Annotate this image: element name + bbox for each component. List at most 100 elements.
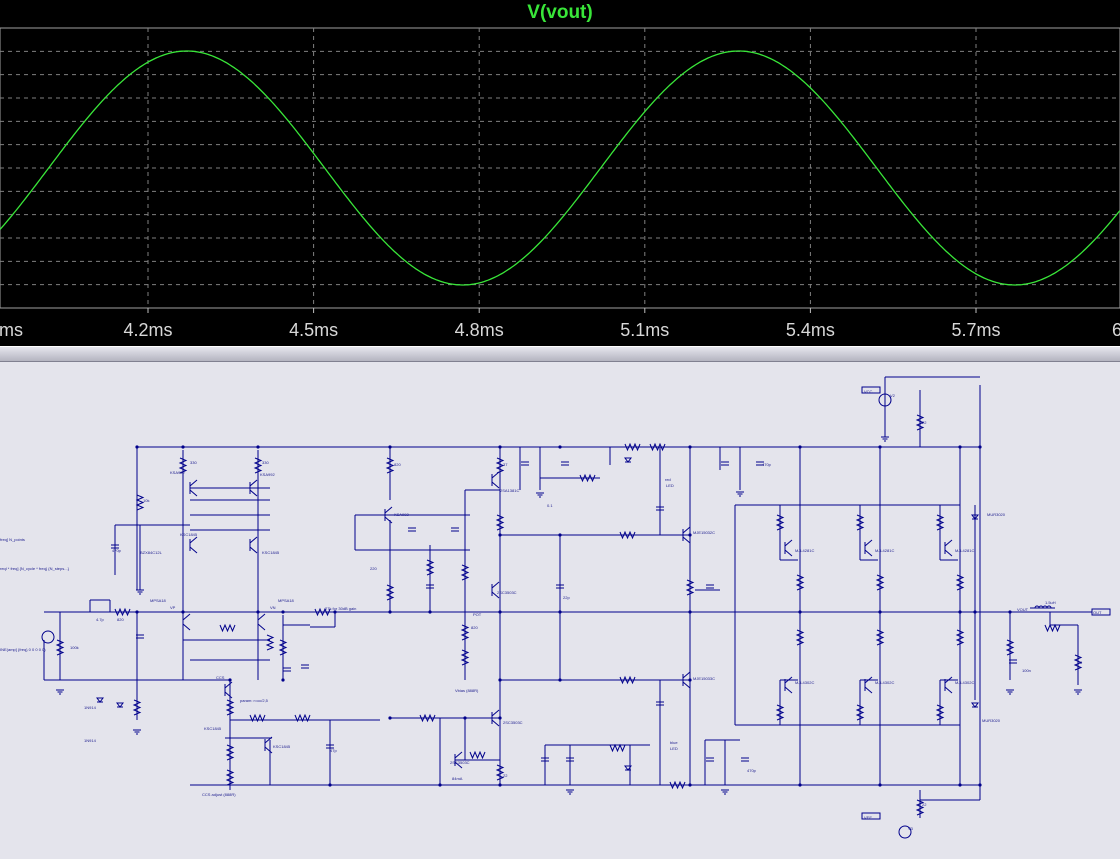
transistor-emitter [784,549,793,557]
resistor [685,579,695,596]
junction-dot [958,610,962,614]
schematic-label-blue: blue [670,740,678,745]
transistor-collector [182,613,191,621]
plot-title[interactable]: V(vout) [527,2,593,23]
resistor [460,649,470,666]
transistor-emitter [454,761,463,769]
x-tick-label: 4.2ms [123,320,173,340]
resistor [314,607,331,617]
schematic-label-d3: BZX84C12L [140,550,162,555]
schematic-label-q14: MJE15032C [693,530,716,535]
schematic-label-spice1: freq] N_points [0,537,25,542]
junction-dot [388,445,392,449]
schematic-label-d5: MUR3020 [982,718,1001,723]
transistor-emitter [784,686,793,694]
inductor [1046,605,1052,609]
schematic-label-led1: LED [666,483,674,488]
resistor [132,699,142,716]
schematic-label-out: OUT [1093,610,1102,615]
resistor [495,764,505,781]
resistor [225,744,235,761]
junction-dot [428,610,432,614]
junction-dot [798,783,802,787]
junction-dot [333,610,337,614]
junction-dot [463,716,467,720]
schematic-label-q11: 2SC3503C [450,760,470,765]
junction-dot [688,783,692,787]
vcc-net-flag [861,386,881,394]
waveform-plot[interactable] [0,0,1120,346]
junction-dot [558,610,562,614]
diode [624,457,632,463]
resistor [915,799,925,816]
voltage-source [41,630,55,644]
junction-dot [688,678,692,682]
schematic-label-r23: 37 [503,462,508,467]
junction-dot [498,533,502,537]
junction-dot [978,445,982,449]
junction-dot [181,445,185,449]
junction-dot [878,445,882,449]
schematic-label-ccs_v: CCS [216,675,225,680]
junction-dot [228,678,232,682]
junction-dot [328,783,332,787]
resistor [669,780,686,790]
junction-dot [878,610,882,614]
x-tick-label: 4.8ms [454,320,504,340]
pane-divider[interactable] [0,346,1120,362]
schematic-label-cload: 100n [1022,668,1031,673]
schematic-label-led2: LED [670,746,678,751]
transistor-emitter [384,516,393,524]
transistor-collector [189,479,198,487]
schematic-label-param: param: r=cc/2,5 [240,698,268,703]
schematic-label-rl: 8 [1080,660,1083,665]
schematic-label-c3: 47p [330,748,337,753]
transistor-collector [944,539,953,547]
schematic-label-d4: MUR3020 [987,512,1006,517]
resistor [1044,623,1061,633]
resistor [1005,639,1015,656]
schematic-canvas[interactable] [0,362,1120,859]
resistor [114,607,131,617]
resistor [795,574,805,591]
x-tick-label: ms [0,320,23,340]
resistor [609,743,626,753]
vee-net-flag [861,812,881,820]
schematic-label-r28: 820 [471,625,478,630]
resistor [135,494,145,511]
transistor-collector [384,506,393,514]
transistor-collector [189,536,198,544]
x-tick-label: 5.7ms [951,320,1001,340]
transistor-emitter [491,719,500,727]
schematic-label-pot: POT [473,612,482,617]
schematic-label-r22: 820 [394,462,401,467]
resistor [460,564,470,581]
diode [971,702,979,708]
resistor [265,634,275,651]
junction-dot [978,783,982,787]
junction-dot [498,716,502,720]
series-line-vout [0,50,1120,286]
transistor-collector [491,471,500,479]
junction-dot [438,783,442,787]
diode [96,697,104,703]
schematic-label-q12: 2SA1381C [500,488,520,493]
schematic-label-l1: 1.5uH [1045,600,1056,605]
schematic-label-v2: V2 [890,393,895,398]
junction-dot [281,678,285,682]
junction-dot [135,610,139,614]
diode [624,765,632,771]
resistor [385,584,395,601]
junction-dot [388,610,392,614]
resistor [249,713,266,723]
schematic-label-spice3: INE(amp] {freq} 0 0 0 0 0) [0,647,46,652]
out-net-flag [1091,608,1111,616]
resistor [935,704,945,721]
transistor-emitter [864,686,873,694]
junction-dot [798,445,802,449]
resistor [875,574,885,591]
junction-dot [558,445,562,449]
transistor-collector [249,479,258,487]
